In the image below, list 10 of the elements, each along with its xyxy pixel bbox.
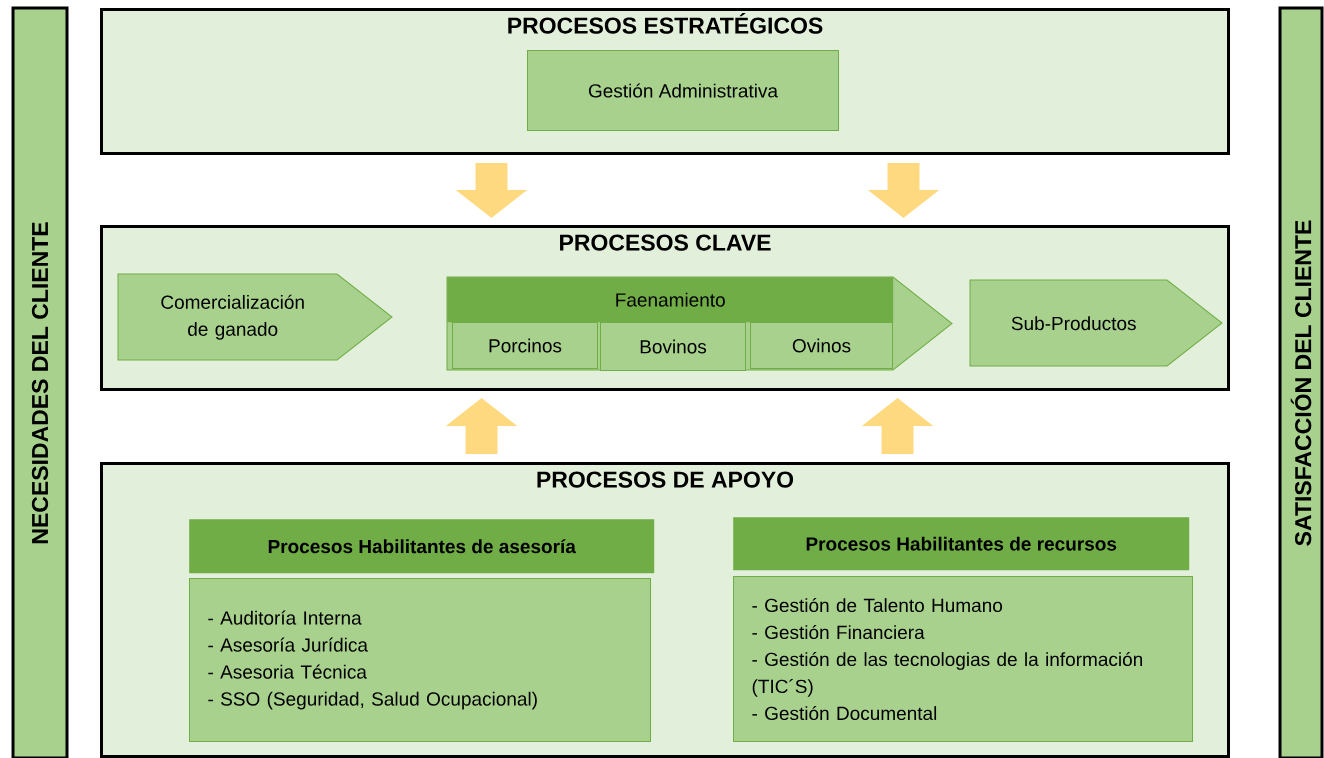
sub-process-box: Porcinos (452, 322, 598, 369)
header-box: Procesos Habilitantes de recursos (733, 517, 1190, 571)
header-box: Procesos Habilitantes de asesoría (189, 519, 655, 574)
process-box: Gestión Administrativa (527, 50, 839, 131)
sub-process-box: Bovinos (600, 322, 746, 371)
list-box: - Gestión de Talento Humano - Gestión Financiera - Gestión de las tecnologias de la información (TIC´S) - Gestión Documental (733, 576, 1193, 742)
side-bar: NECESIDADES DEL CLIENTE (11, 6, 69, 758)
sub-process-box: Ovinos (750, 322, 893, 369)
list-box: - Auditoría Interna - Asesoría Jurídica - Asesoria Técnica - SSO (Seguridad, Salud Ocupacional) (189, 578, 651, 742)
side-bar: SATISFACCIÓN DEL CLIENTE (1278, 6, 1324, 758)
